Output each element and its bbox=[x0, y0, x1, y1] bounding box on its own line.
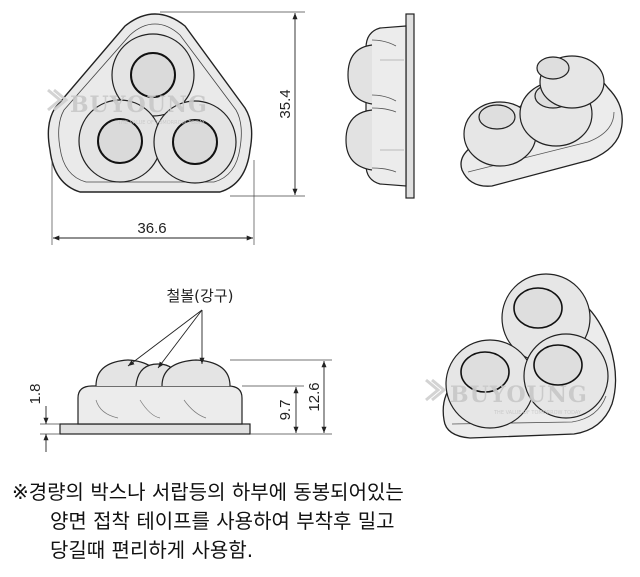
steel-ball-callout: 철볼(강구) bbox=[167, 287, 234, 305]
watermark-logo-2: BUYOUNG THE VALUE OF TOMORROW TODAY bbox=[425, 378, 588, 416]
watermark-logo: BUYOUNG THE VALUE OF TOMORROW TODAY bbox=[47, 88, 208, 126]
top-view: 35.4 36.6 bbox=[47, 11, 305, 245]
ball-left-core bbox=[97, 118, 143, 164]
side-view-ball-lower bbox=[345, 109, 373, 171]
usage-note: ※경량의 박스나 서랍등의 하부에 동봉되어있는 양면 접착 테이프를 사용하여… bbox=[12, 478, 632, 565]
front-base-plate bbox=[59, 423, 251, 435]
svg-text:BUYOUNG: BUYOUNG bbox=[70, 92, 208, 118]
side-view-base-plate bbox=[405, 13, 415, 199]
side-view bbox=[345, 13, 415, 199]
usage-note-line-2: 양면 접착 테이프를 사용하여 부착후 밀고 bbox=[50, 509, 395, 533]
svg-text:BUYOUNG: BUYOUNG bbox=[450, 382, 588, 408]
side-view-ball-upper bbox=[347, 44, 373, 105]
width-dimension: 36.6 bbox=[137, 220, 166, 237]
top-view-inner-outline bbox=[58, 23, 242, 183]
ball-top-core bbox=[130, 52, 176, 98]
height-dimension: 35.4 bbox=[277, 89, 294, 118]
ball-right-core bbox=[172, 119, 218, 165]
usage-note-line-1: ※경량의 박스나 서랍등의 하부에 동봉되어있는 bbox=[12, 480, 404, 504]
svg-text:THE VALUE OF TOMORROW TODAY: THE VALUE OF TOMORROW TODAY bbox=[117, 120, 206, 126]
total-height-dimension: 12.6 bbox=[306, 382, 323, 411]
usage-note-line-3: 당길때 편리하게 사용함. bbox=[50, 538, 254, 562]
front-view: 철볼(강구) 1.8 9.7 12.6 bbox=[27, 287, 332, 452]
isometric-view-bottom bbox=[442, 273, 617, 439]
thickness-dimension: 1.8 bbox=[27, 384, 44, 405]
svg-text:THE VALUE OF TOMORROW TODAY: THE VALUE OF TOMORROW TODAY bbox=[493, 410, 582, 416]
front-body bbox=[77, 385, 243, 425]
isometric-view-top bbox=[460, 55, 623, 187]
body-height-dimension: 9.7 bbox=[277, 400, 294, 421]
